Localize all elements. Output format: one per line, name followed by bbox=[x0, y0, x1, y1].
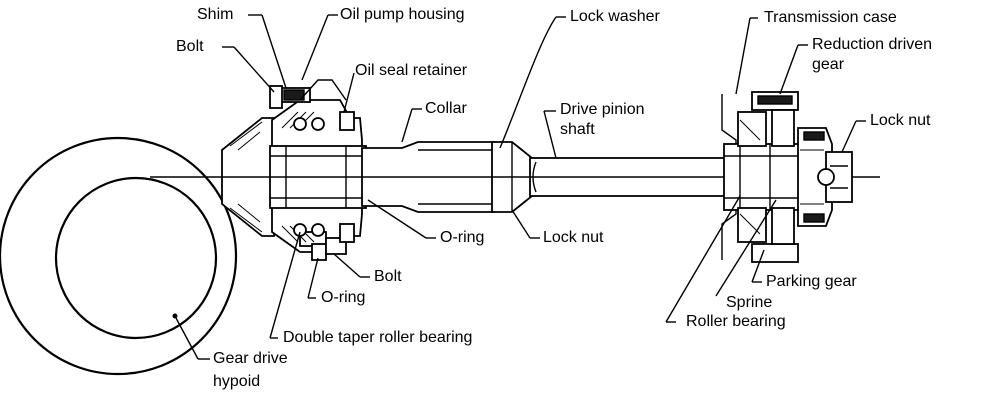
label-collar: Collar bbox=[425, 100, 467, 117]
label-reduction-driven-gear-line2: gear bbox=[812, 56, 845, 73]
label-drive-pinion-shaft-line1: Drive pinion bbox=[560, 101, 645, 118]
label-lock-nut-right: Lock nut bbox=[870, 112, 931, 129]
label-drive-pinion-shaft-line2: shaft bbox=[560, 121, 595, 138]
label-oil-seal-retainer: Oil seal retainer bbox=[355, 62, 468, 79]
label-transmission-case: Transmission case bbox=[764, 9, 897, 26]
label-o-ring-bottom: O-ring bbox=[321, 289, 366, 306]
label-lock-nut-middle: Lock nut bbox=[543, 229, 604, 246]
label-o-ring-middle: O-ring bbox=[440, 229, 485, 246]
hypoid-ring-gear bbox=[0, 136, 238, 376]
leader-lines bbox=[175, 14, 866, 360]
label-reduction-driven-gear-line1: Reduction driven bbox=[812, 36, 933, 53]
label-bolt-bottom: Bolt bbox=[374, 268, 402, 285]
label-shim: Shim bbox=[197, 6, 234, 23]
label-roller-bearing: Roller bearing bbox=[686, 313, 786, 330]
label-oil-pump-housing: Oil pump housing bbox=[340, 6, 465, 23]
label-parking-gear: Parking gear bbox=[766, 273, 857, 290]
label-double-taper-roller-bearing: Double taper roller bearing bbox=[283, 329, 473, 346]
label-bolt-top: Bolt bbox=[176, 38, 204, 55]
label-gear-drive-hypoid-line1: Gear drive bbox=[213, 350, 288, 367]
label-lock-washer: Lock washer bbox=[570, 8, 660, 25]
label-gear-drive-hypoid-line2: hypoid bbox=[213, 373, 261, 390]
transmission-case-assembly bbox=[721, 91, 853, 263]
label-sprine: Sprine bbox=[726, 294, 773, 311]
